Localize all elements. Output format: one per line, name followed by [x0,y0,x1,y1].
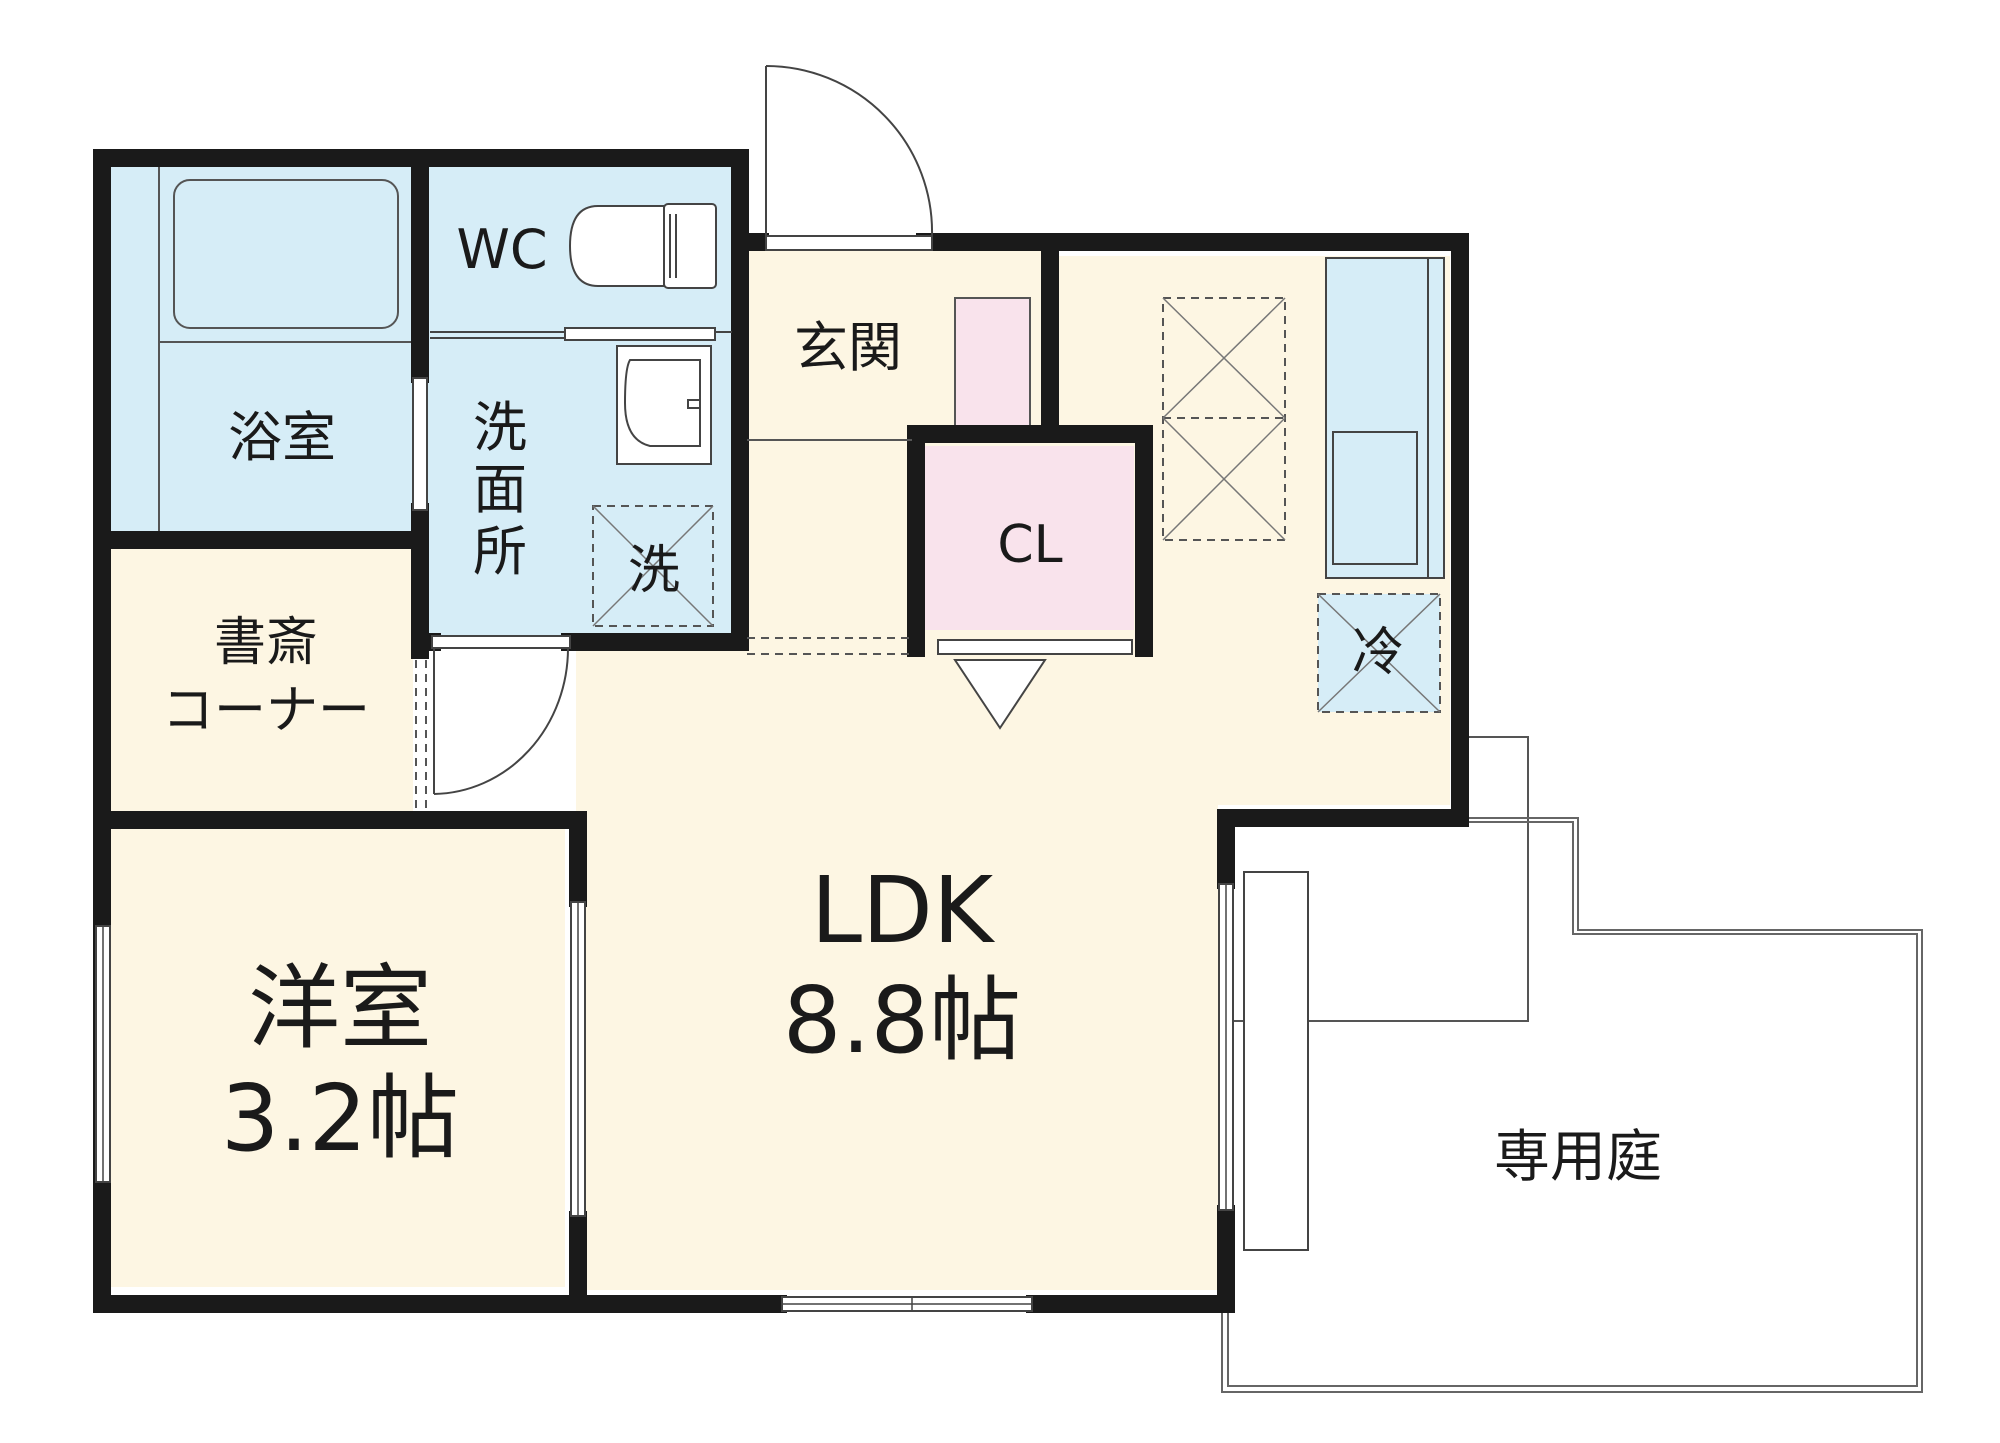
storage-box-icon [1162,297,1286,541]
western-room-name: 洋室 [248,955,432,1062]
washroom-label-1: 洗 [473,396,527,459]
kitchen-counter-icon [1325,257,1445,579]
washroom-label-3: 所 [473,520,527,583]
study-label-2: コーナー [162,681,370,741]
closet-floor [924,446,1134,630]
wc-washroom-partition [430,327,732,341]
door-swing-icon [431,65,934,795]
bath-door [412,377,428,511]
washer-label: 洗 [628,541,680,601]
closet-door [937,639,1133,655]
ldk-name: LDK [811,857,996,964]
floor-fills [111,166,1450,1290]
windows [95,871,1309,1312]
wash-basin-icon [616,345,712,465]
western-room-size: 3.2帖 [221,1065,459,1172]
washer-space-icon [592,505,714,627]
private-garden [1221,733,1923,1393]
study-label-1: 書斎 [214,613,318,673]
study-floor [111,546,413,820]
fridge-space-icon [1317,593,1441,713]
ldk-size: 8.8帖 [783,967,1021,1074]
washroom-label-2: 面 [473,458,527,521]
fridge-label: 冷 [1352,623,1404,683]
western-room-floor [111,829,565,1287]
toilet-icon [568,203,717,289]
garden-label: 専用庭 [1494,1125,1662,1190]
bath-label: 浴室 [228,406,336,469]
bath-floor [111,166,413,532]
closet-label: CL [997,515,1062,575]
entrance-label: 玄関 [794,316,902,379]
entry-arrow-icon [953,659,1047,730]
entrance-storage [954,297,1031,427]
wc-label: WC [456,218,547,281]
